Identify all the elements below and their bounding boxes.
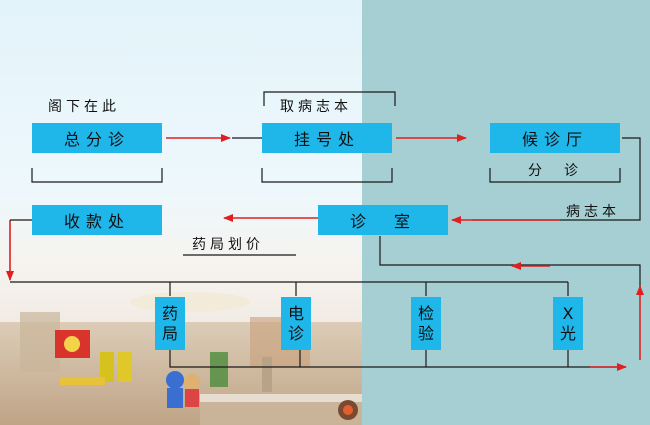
- electrodiagnosis-char-1: 电: [287, 303, 304, 323]
- xray-char-1: X: [562, 303, 574, 323]
- pharmacy-box: 药 局: [155, 297, 185, 350]
- pharmacy-char-1: 药: [161, 303, 178, 323]
- you-are-here-label: 阁下在此: [48, 99, 120, 115]
- electrodiagnosis-char-2: 诊: [287, 323, 304, 343]
- electrodiagnosis-box: 电 诊: [281, 297, 311, 350]
- waiting-hall-box: 候诊厅: [490, 123, 620, 153]
- general-clinic-box: 总分诊: [32, 123, 162, 153]
- triage-label: 分 诊: [528, 163, 582, 179]
- bracket-get-record: [263, 91, 396, 106]
- get-record-label: 取病志本: [280, 99, 352, 115]
- lab-test-char-2: 验: [417, 323, 434, 343]
- registration-box: 挂号处: [262, 123, 392, 153]
- lab-test-box: 检 验: [411, 297, 441, 350]
- bracket-general-clinic: [31, 168, 163, 183]
- xray-char-2: 光: [559, 323, 576, 343]
- record-book-label: 病志本: [566, 204, 620, 220]
- bracket-triage: [489, 168, 621, 183]
- cashier-box: 收款处: [32, 205, 162, 235]
- bracket-registration: [261, 168, 393, 183]
- pharmacy-pricing-label: 药局划价: [192, 237, 264, 253]
- xray-box: X 光: [553, 297, 583, 350]
- lab-test-char-1: 检: [417, 303, 434, 323]
- clinic-room-box: 诊 室: [318, 205, 448, 235]
- pharmacy-char-2: 局: [161, 323, 178, 343]
